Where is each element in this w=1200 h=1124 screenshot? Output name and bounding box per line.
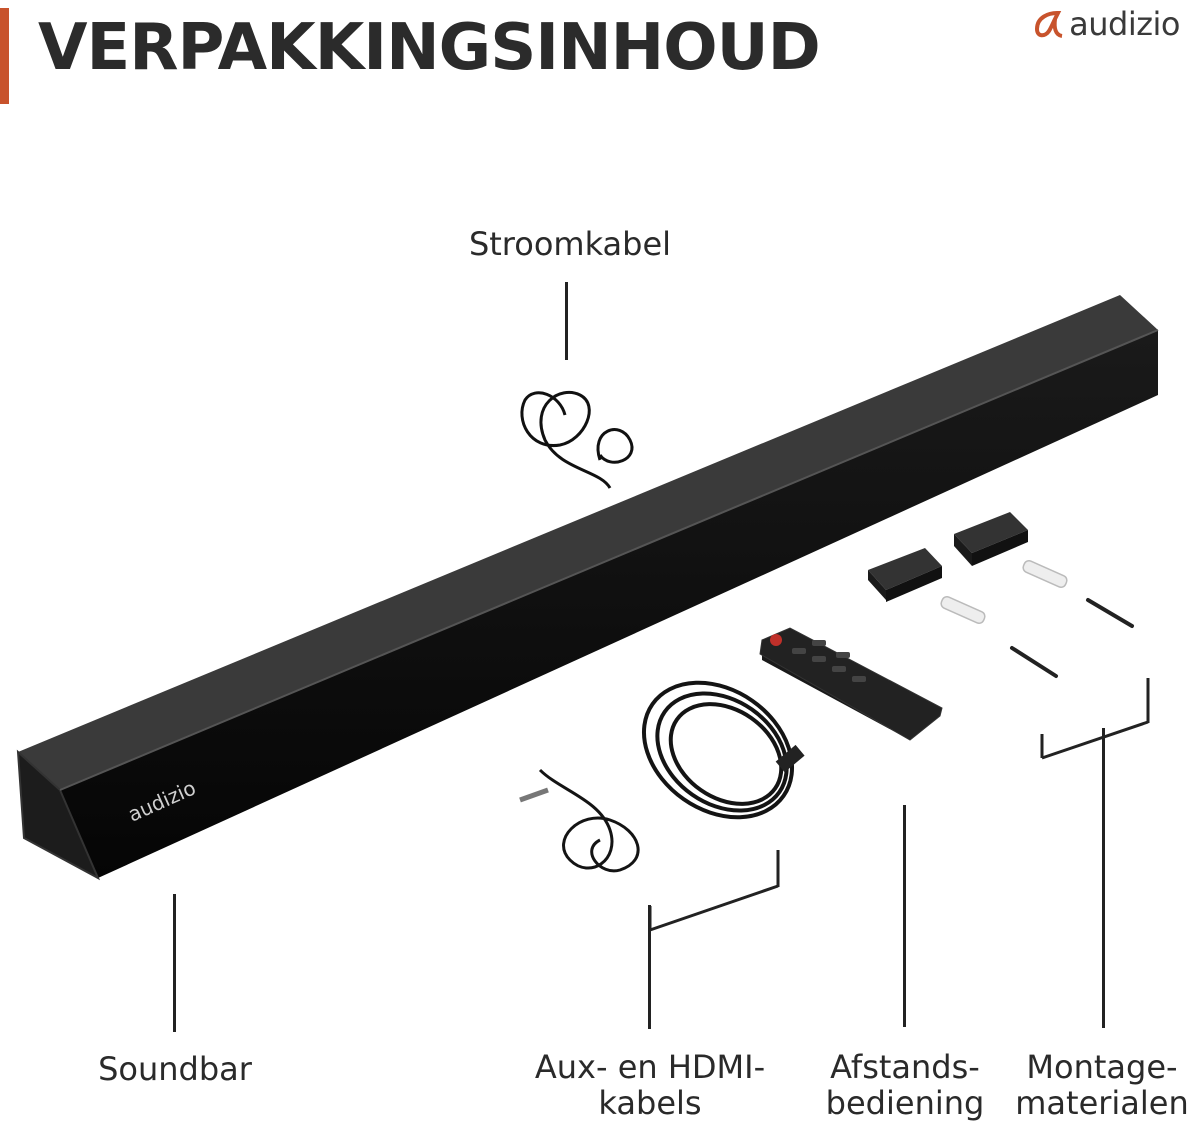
- screw-image: [1010, 598, 1134, 678]
- alpha-logo-icon: [1035, 11, 1063, 38]
- callout-bracket-mounting: [1040, 678, 1150, 760]
- label-mounting: Montage- materialen: [1015, 1048, 1189, 1122]
- label-soundbar: Soundbar: [98, 1050, 252, 1088]
- power-cable-image: [520, 390, 634, 489]
- wall-bracket-image: [868, 512, 1028, 602]
- aux-cable-image: [519, 768, 640, 873]
- remote-image: [759, 627, 943, 741]
- brand-logo: audizio: [1031, 4, 1180, 44]
- callout-line-cables: [648, 905, 651, 1029]
- soundbar-image: audizio: [16, 295, 1159, 881]
- page-title: VERPAKKINGSINHOUD: [38, 11, 821, 85]
- callout-line-remote: [903, 805, 906, 1027]
- callout-line-soundbar: [173, 894, 176, 1032]
- hdmi-cable-image: [641, 680, 805, 820]
- label-power-cable: Stroomkabel: [468, 225, 672, 263]
- callout-line-mounting: [1102, 728, 1105, 1028]
- wall-plug-image: [940, 560, 1068, 624]
- title-accent-bar: [0, 8, 9, 104]
- callout-line-power-cable: [565, 282, 568, 360]
- label-cables: Aux- en HDMI- kabels: [534, 1048, 766, 1122]
- label-remote: Afstands- bediening: [825, 1048, 985, 1122]
- brand-name: audizio: [1069, 5, 1180, 43]
- callout-bracket-cables: [648, 850, 780, 932]
